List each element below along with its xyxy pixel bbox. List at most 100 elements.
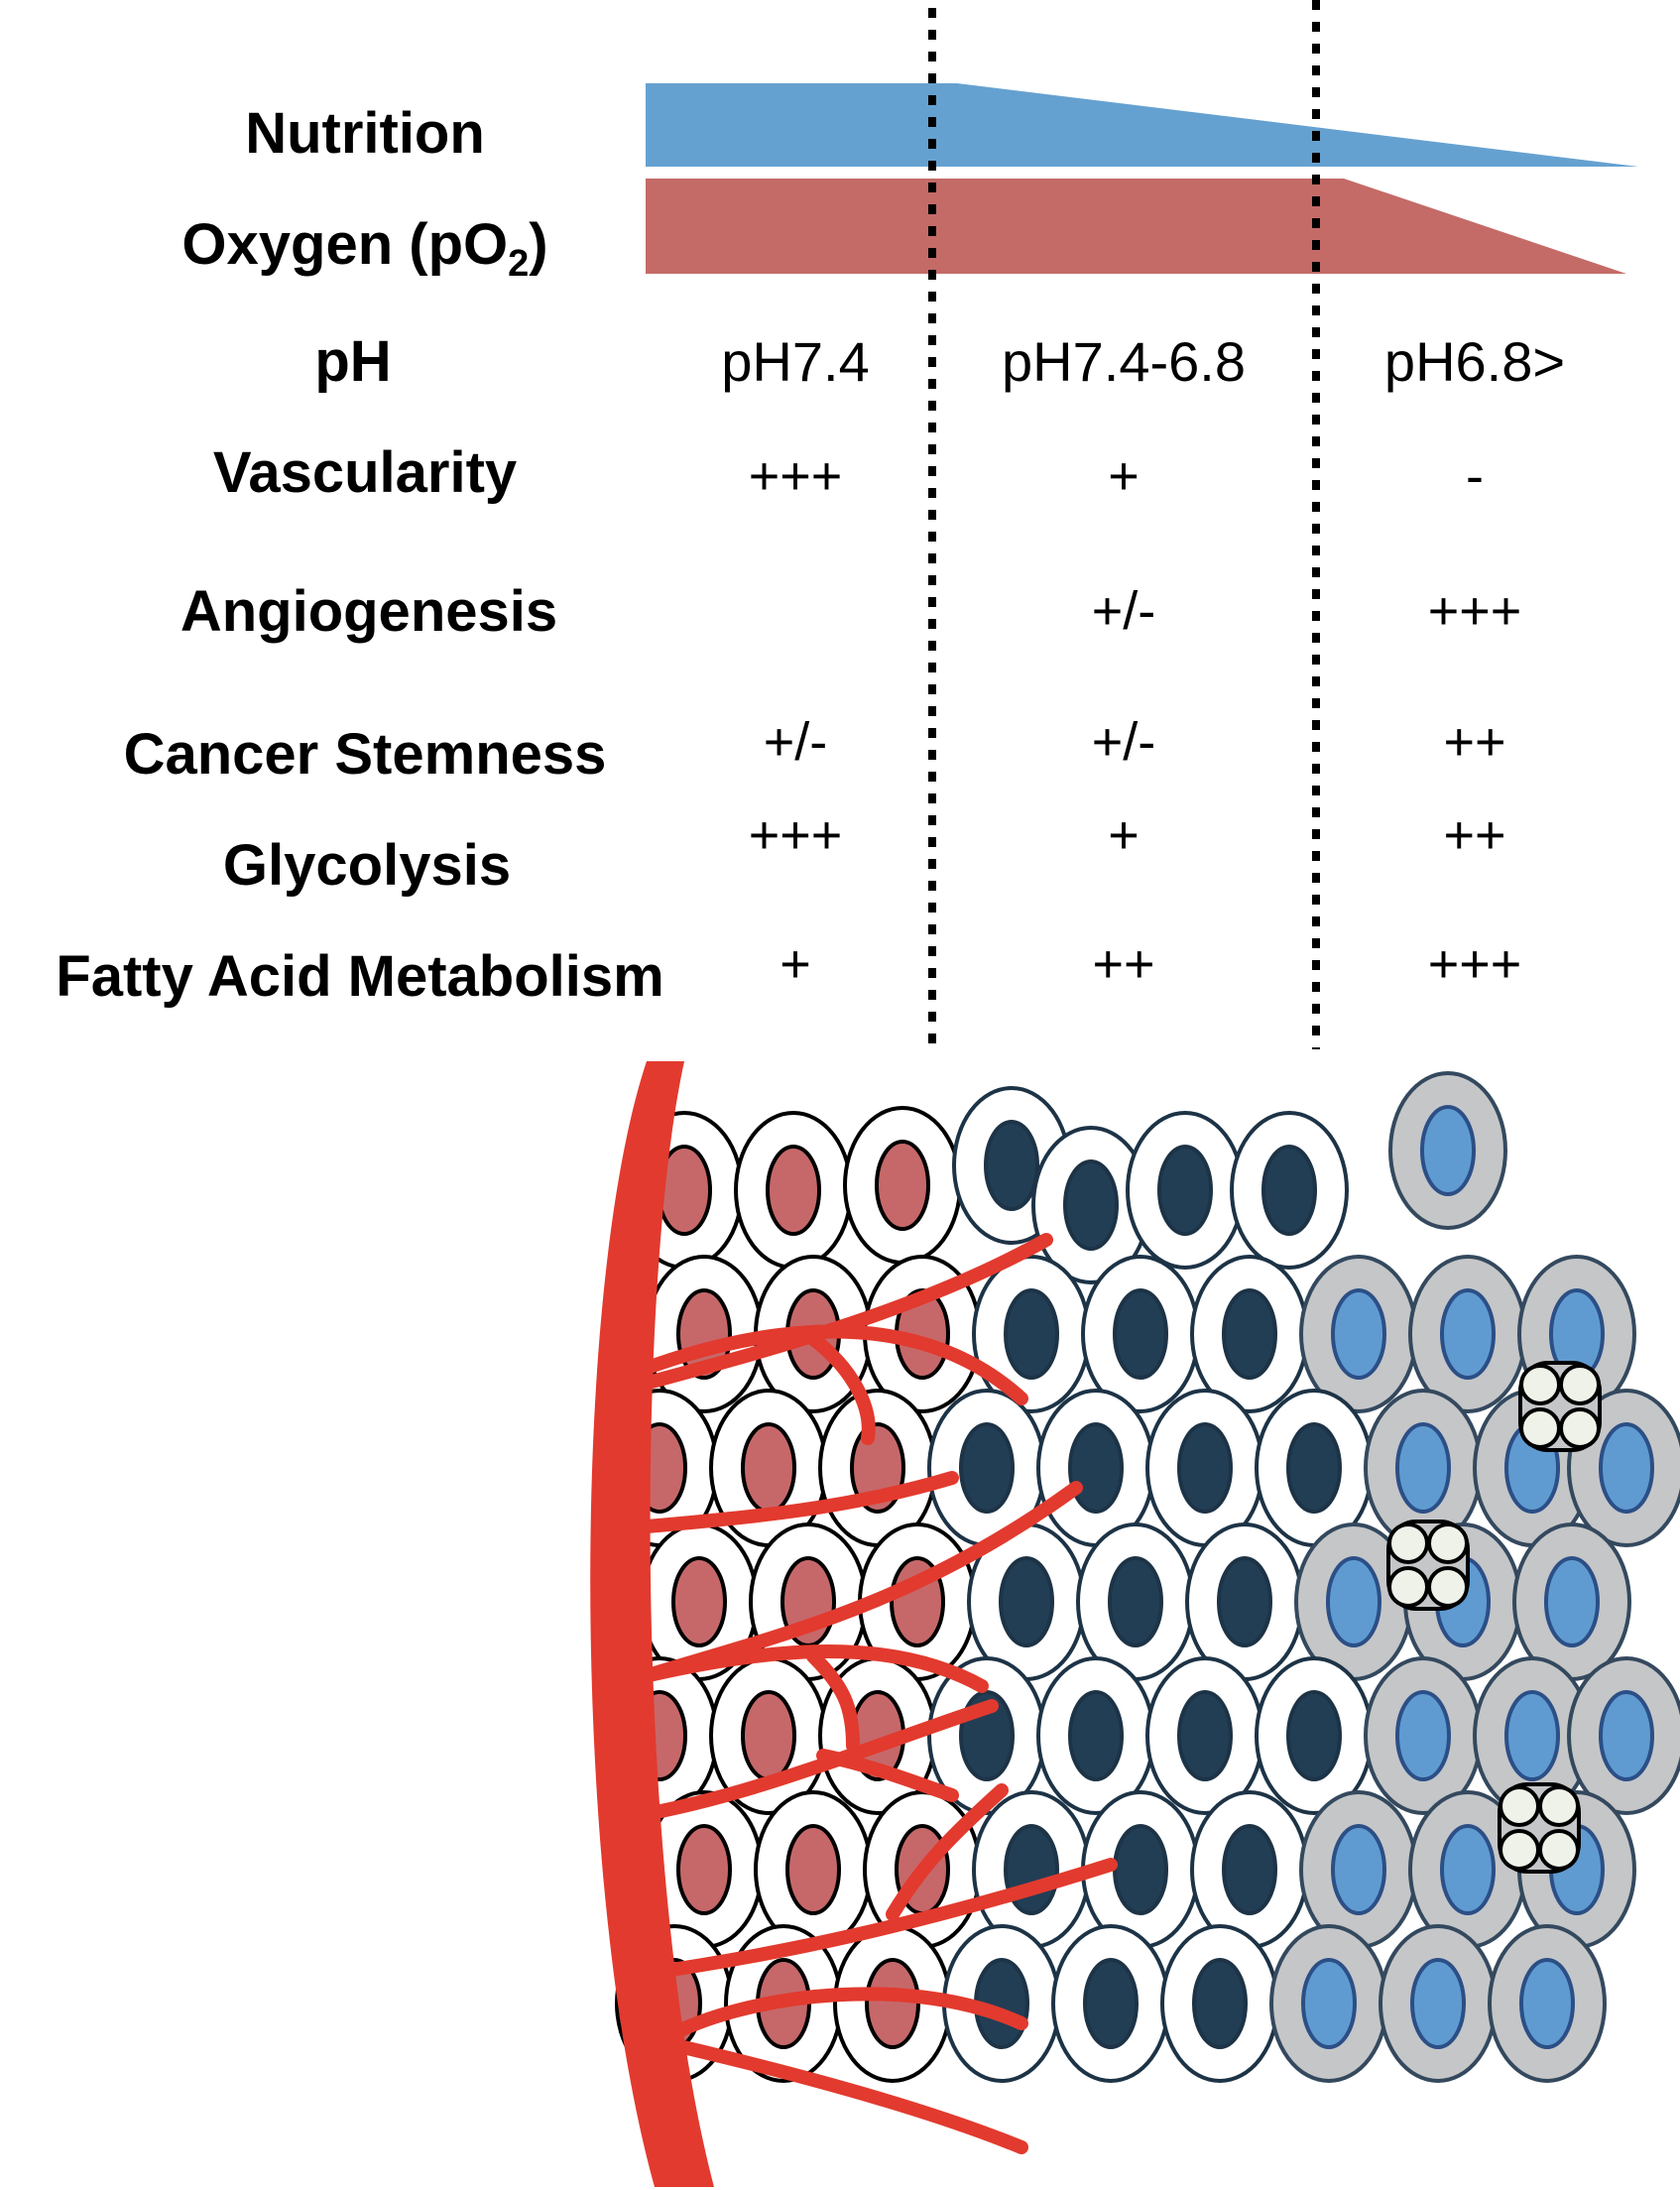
col1-vascularity-value: +++ xyxy=(749,446,843,506)
cell-nucleus xyxy=(1395,1422,1451,1514)
normoxic-cell xyxy=(843,1106,962,1265)
cell-nucleus xyxy=(1599,1690,1654,1781)
lipid-droplet xyxy=(1427,1566,1469,1608)
vessel-branch xyxy=(638,1233,1053,1391)
acidic-cell xyxy=(1408,1255,1527,1413)
acidic-cell xyxy=(1488,1924,1607,2083)
acidic-cell xyxy=(1512,1522,1631,1681)
vessel-branch xyxy=(806,1332,876,1445)
normoxic-cell xyxy=(645,1790,764,1949)
normoxic-cell xyxy=(734,1111,853,1270)
row-label-fatty-acid-metabolism: Fatty Acid Metabolism xyxy=(56,944,663,1009)
col1-glycolysis-value: +++ xyxy=(749,805,843,865)
lipid-droplet-cell xyxy=(1386,1520,1470,1611)
acidic-cell xyxy=(1364,1656,1483,1815)
cell-nucleus xyxy=(1108,1556,1163,1647)
cell-nucleus xyxy=(1068,1690,1124,1781)
hypoxic-cell xyxy=(1190,1790,1309,1949)
cell-nucleus xyxy=(1177,1690,1233,1781)
hypoxic-cell xyxy=(1081,1255,1200,1413)
lipid-droplet xyxy=(1387,1566,1429,1608)
cell-nucleus xyxy=(1286,1690,1342,1781)
lipid-droplet xyxy=(1499,1785,1540,1827)
cell-nucleus xyxy=(1395,1690,1451,1781)
cell-nucleus xyxy=(1301,1958,1357,2049)
acidic-cell xyxy=(1299,1255,1418,1413)
cell-nucleus xyxy=(741,1422,796,1514)
acidic-cell xyxy=(1269,1924,1388,2083)
cell-nucleus xyxy=(1177,1422,1233,1514)
lipid-droplet xyxy=(1499,1829,1540,1871)
hypoxic-cell xyxy=(1126,1111,1245,1270)
hypoxic-cell xyxy=(1160,1924,1279,2083)
row-label-glycolysis: Glycolysis xyxy=(223,833,511,898)
cell-nucleus xyxy=(1192,1958,1248,2049)
col3-glycolysis-value: ++ xyxy=(1443,805,1505,865)
col1-stemness-value: +/- xyxy=(764,712,828,772)
normoxic-cell xyxy=(754,1790,873,1949)
cell-nucleus xyxy=(741,1690,796,1781)
cell-nucleus xyxy=(1440,1824,1496,1915)
row-label-vascularity: Vascularity xyxy=(213,440,517,505)
acidic-cell xyxy=(1379,1924,1498,2083)
cell-nucleus xyxy=(1331,1824,1386,1915)
oxygen-label-prefix: Oxygen (pO xyxy=(181,212,508,277)
cell-nucleus xyxy=(1326,1556,1381,1647)
row-label-angiogenesis: Angiogenesis xyxy=(180,579,557,644)
hypoxic-cell xyxy=(1255,1389,1374,1547)
cell-nucleus xyxy=(1113,1288,1168,1380)
cell-nucleus xyxy=(1519,1958,1575,2049)
cell-nucleus xyxy=(1544,1556,1600,1647)
hypoxic-cell xyxy=(1185,1522,1304,1681)
acidic-cell xyxy=(1299,1790,1418,1949)
cell-nucleus xyxy=(959,1422,1015,1514)
vessel-branch xyxy=(638,1858,1118,1981)
hypoxic-cell xyxy=(1051,1924,1170,2083)
cell-nucleus xyxy=(999,1556,1054,1647)
cell-nucleus xyxy=(1286,1422,1342,1514)
lipid-droplet xyxy=(1559,1407,1601,1449)
acidic-cell xyxy=(1364,1389,1483,1547)
hypoxic-cell xyxy=(1255,1656,1374,1815)
oxygen-gradient-bar xyxy=(646,179,1626,274)
row-label-cancer-stemness: Cancer Stemness xyxy=(124,722,607,787)
vessel-trunk xyxy=(590,1061,714,2187)
acidic-cell xyxy=(1388,1071,1507,1230)
cell-nucleus xyxy=(785,1824,841,1915)
cell-nucleus xyxy=(671,1556,727,1647)
col3-ph-value: pH6.8> xyxy=(1384,330,1565,393)
cell-nucleus xyxy=(1599,1422,1654,1514)
col2-vascularity-value: + xyxy=(1108,446,1140,506)
oxygen-label-subscript: 2 xyxy=(508,243,529,285)
col2-fatty-acid-value: ++ xyxy=(1092,934,1154,994)
lipid-droplet xyxy=(1427,1522,1469,1564)
cell-nucleus xyxy=(1083,1958,1139,2049)
hypoxic-cell xyxy=(1081,1790,1200,1949)
lipid-droplet xyxy=(1538,1829,1580,1871)
lipid-droplet xyxy=(1559,1364,1601,1405)
col2-stemness-value: +/- xyxy=(1092,712,1156,772)
vessel-branch xyxy=(628,1471,959,1534)
tumor-cell-cluster xyxy=(600,1071,1680,2083)
lipid-droplet-cells xyxy=(1386,1361,1602,1874)
cell-nucleus xyxy=(875,1140,930,1231)
cell-nucleus xyxy=(865,1958,920,2049)
cell-nucleus xyxy=(1504,1690,1560,1781)
vessel-branch xyxy=(667,1987,1028,2040)
blood-vessel xyxy=(590,1061,1118,2187)
row-label-nutrition: Nutrition xyxy=(245,101,485,166)
col1-ph-value: pH7.4 xyxy=(721,330,869,393)
hypoxic-cell xyxy=(927,1656,1046,1815)
lipid-droplet-cell xyxy=(1498,1782,1581,1874)
cell-nucleus xyxy=(1217,1556,1272,1647)
cell-nucleus xyxy=(984,1120,1039,1211)
lipid-droplet xyxy=(1519,1364,1561,1405)
lipid-droplet xyxy=(1387,1522,1429,1564)
cell-nucleus xyxy=(1157,1145,1213,1236)
vessel-branch xyxy=(816,1749,959,1802)
cell-nucleus xyxy=(1410,1958,1466,2049)
vessel-branch xyxy=(638,2031,1028,2154)
hypoxic-cell xyxy=(972,1255,1091,1413)
nutrition-gradient-bar xyxy=(646,83,1638,167)
